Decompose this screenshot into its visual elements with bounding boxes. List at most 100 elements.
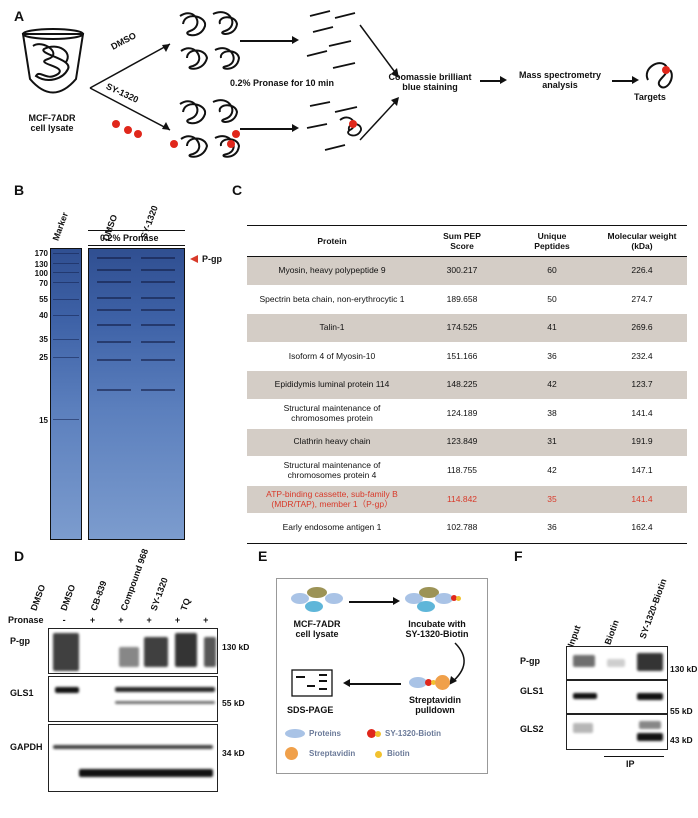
compound-dot xyxy=(170,140,178,148)
mw-marker: 55 kD xyxy=(670,706,693,716)
table-cell-protein: Spectrin beta chain, non-erythrocytic 1 xyxy=(259,293,405,304)
mw-marker: 43 kD xyxy=(670,735,693,745)
branch-arrows xyxy=(89,43,171,131)
blot-label: GLS1 xyxy=(10,688,34,698)
blot-gls1-f xyxy=(566,680,668,714)
blot-pgp-f xyxy=(566,646,668,680)
marker-label: Marker xyxy=(50,210,71,242)
ip-label: IP xyxy=(626,759,635,769)
converge-arrows xyxy=(359,24,399,141)
table-cell-score: 300.217 xyxy=(446,264,478,275)
panel-label-a: A xyxy=(14,8,25,24)
pgp-band-label: P-gp xyxy=(202,254,222,264)
arrow-head xyxy=(500,76,507,84)
panel-label-d: D xyxy=(14,548,25,564)
blot-label: P-gp xyxy=(10,636,30,646)
table-cell-score: 124.189 xyxy=(446,407,478,418)
table-cell-mw: 232.4 xyxy=(631,350,653,361)
table-cell-mw: 226.4 xyxy=(631,264,653,275)
ip-bracket xyxy=(604,756,664,757)
panel-label-c: C xyxy=(232,182,243,198)
table-cell-peptides: 36 xyxy=(547,522,557,533)
table-cell-mw: 147.1 xyxy=(631,465,653,476)
table-cell-score: 174.525 xyxy=(446,322,478,333)
table-cell-peptides: 50 xyxy=(547,293,557,304)
legend-streptavidin: Streptavidin xyxy=(309,749,356,758)
blot-label: P-gp xyxy=(520,656,540,666)
sds-page-label: SDS-PAGE xyxy=(287,705,334,715)
mw-marker: 55 kD xyxy=(222,698,245,708)
table-cell-protein: Early endosome antigen 1 xyxy=(282,522,382,533)
pgp-arrow-icon xyxy=(190,255,198,263)
table-cell-protein: Isoform 4 of Myosin-10 xyxy=(288,350,376,361)
arrow xyxy=(240,128,295,130)
blot-gls2-f xyxy=(566,714,668,750)
lane-label: DMSO xyxy=(28,583,48,612)
lane-label: Input xyxy=(565,623,583,648)
table-cell-protein: Epididymis luminal protein 114 xyxy=(274,379,390,390)
mw-marker: 130 kD xyxy=(222,642,250,652)
panel-label-b: B xyxy=(14,182,25,198)
table-cell-score: 148.225 xyxy=(446,379,478,390)
table-cell-protein: Structural maintenance of chromosomes pr… xyxy=(283,403,381,423)
table-cell-protein: ATP-binding cassette, sub-family B (MDR/… xyxy=(266,488,398,509)
legend-biotin: Biotin xyxy=(387,749,410,758)
legend-sy1320-biotin: SY-1320-Biotin xyxy=(385,729,442,738)
peptide-fragments xyxy=(306,10,356,69)
table-cell-peptides: 42 xyxy=(547,465,557,476)
pronase-label: 0.2% Pronase for 10 min xyxy=(230,78,335,88)
blot-label: GAPDH xyxy=(10,742,43,752)
compound-dot xyxy=(124,126,132,134)
mw-marker: 34 kD xyxy=(222,748,245,758)
arrow-head xyxy=(632,76,639,84)
table-cell-peptides: 60 xyxy=(547,264,557,275)
arrow xyxy=(612,80,634,82)
col-header: Sum PEP Score xyxy=(443,231,481,251)
compound-dot xyxy=(134,130,142,138)
table-cell-peptides: 36 xyxy=(547,350,557,361)
gel-icon xyxy=(291,669,333,697)
table-cell-score: 189.658 xyxy=(446,293,478,304)
table-cell-peptides: 38 xyxy=(547,407,557,418)
lysate-tube-icon xyxy=(21,28,85,94)
table-row: Structural maintenance of chromosomes pr… xyxy=(247,400,687,429)
compound-dot xyxy=(232,130,240,138)
col-header: Protein xyxy=(317,236,347,246)
table-cell-protein: Clathrin heavy chain xyxy=(293,436,371,447)
arrow-head xyxy=(292,124,299,132)
protein-tangle-icon xyxy=(179,11,241,70)
lane-label: CB-839 xyxy=(88,579,109,612)
arrow xyxy=(240,40,295,42)
protein-table: Protein Sum PEP Score Unique Peptides Mo… xyxy=(247,225,687,544)
blot-label: GLS2 xyxy=(520,724,544,734)
table-cell-peptides: 35 xyxy=(547,493,557,504)
marker-lane xyxy=(50,248,82,540)
lane-label: SY-1320-Biotin xyxy=(637,577,669,640)
table-row: ATP-binding cassette, sub-family B (MDR/… xyxy=(247,485,687,515)
panel-label-e: E xyxy=(258,548,268,564)
compound-dot xyxy=(112,120,120,128)
divider xyxy=(88,230,185,231)
blot-gls1 xyxy=(48,676,218,722)
table-cell-score: 123.849 xyxy=(446,436,478,447)
table-cell-protein: Myosin, heavy polypeptide 9 xyxy=(278,264,386,275)
lane-label: SY-1320 xyxy=(148,576,170,612)
table-cell-peptides: 31 xyxy=(547,436,557,447)
lane-label: DMSO xyxy=(58,583,78,612)
col-header: Molecular weight (kDa) xyxy=(607,231,677,251)
table-cell-mw: 191.9 xyxy=(631,436,653,447)
table-body: Myosin, heavy polypeptide 9 300.217 60 226.… xyxy=(247,257,687,544)
table-cell-mw: 123.7 xyxy=(631,379,653,390)
blot-label: GLS1 xyxy=(520,686,544,696)
table-cell-mw: 269.6 xyxy=(631,322,653,333)
blot-gapdh xyxy=(48,724,218,792)
